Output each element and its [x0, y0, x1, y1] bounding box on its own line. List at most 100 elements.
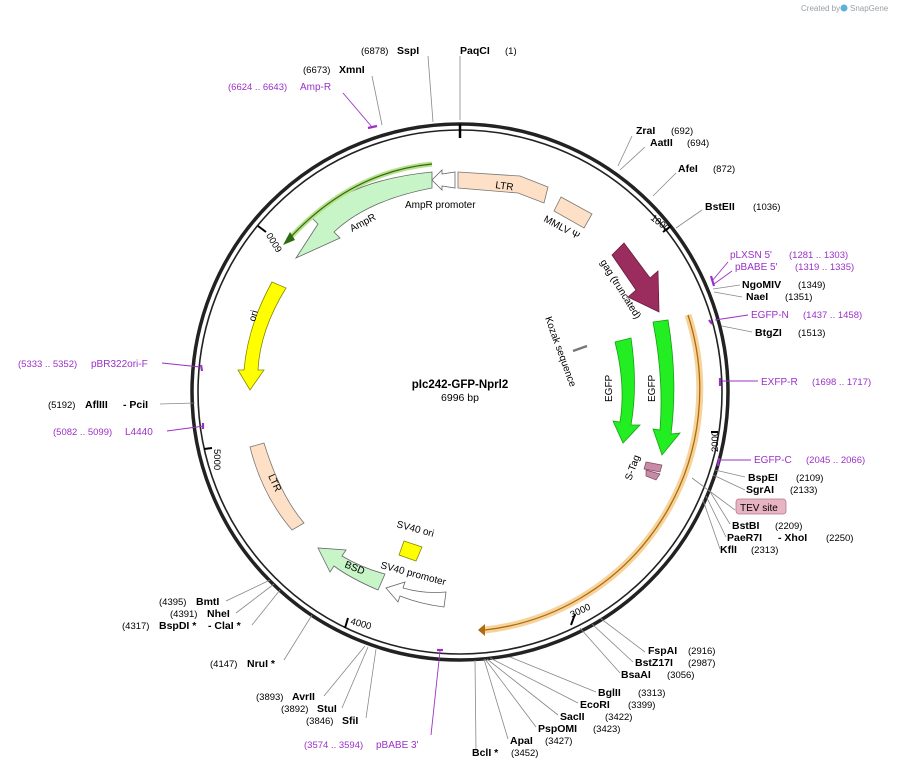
ampr-orf-head: [283, 232, 295, 245]
site-sgrai-pos: (2133): [790, 485, 817, 496]
primer-plxsn-range: (1281 .. 1303): [789, 250, 848, 261]
egfp-2: [652, 319, 681, 456]
primer-marks: [199, 124, 722, 652]
site-avrii-pos: (3893): [256, 692, 283, 703]
site-sfii: SfiI: [342, 715, 358, 727]
ltr-top: [457, 171, 549, 204]
site-nhei-pos: (4391): [170, 609, 197, 620]
tick-1000: 1000: [648, 213, 671, 235]
primer-ampr-range: (6624 .. 6643): [228, 82, 287, 93]
site-btgzi: BtgZI: [755, 327, 782, 339]
primer-exfp-r: EXFP-R: [761, 377, 798, 388]
site-paer7i: PaeR7I: [727, 532, 762, 544]
site-avrii: AvrII: [292, 691, 315, 703]
s-tag-label: S-Tag: [623, 454, 642, 482]
plasmid-name: pIc242-GFP-Nprl2: [412, 379, 509, 391]
ampr-arrow: [294, 171, 433, 259]
site-ngomiv: NgoMIV: [742, 279, 781, 291]
plasmid-length: 6996 bp: [441, 392, 479, 404]
primer-lines: [161, 92, 758, 736]
site-bspdi: BspDI *: [159, 620, 197, 632]
site-bspei: BspEI: [748, 472, 778, 484]
site-sacii: SacII: [560, 711, 585, 723]
site-bspei-pos: (2109): [796, 473, 823, 484]
site-bcli: BclI *: [472, 747, 499, 759]
sv40-ori-label: SV40 ori: [395, 519, 435, 540]
site-fspai-pos: (2916): [688, 646, 715, 657]
snapgene-logo-icon: [840, 4, 848, 12]
site-naei-pos: (1351): [785, 292, 812, 303]
site-bsaai-pos: (3056): [667, 670, 694, 681]
site-bstbi: BstBI: [732, 520, 760, 532]
site-afliii-pos: (5192): [48, 400, 75, 411]
site-sacii-pos: (3422): [605, 712, 632, 723]
site-bglii: BglII: [598, 687, 621, 699]
sv40-promoter-arrow: [385, 581, 447, 608]
credit-prefix: Created by: [801, 4, 840, 13]
primer-exfp-r-range: (1698 .. 1717): [812, 377, 871, 388]
kozak-mark: [572, 344, 588, 353]
bsd-arrow: [317, 547, 386, 591]
kozak-label: Kozak sequence: [542, 315, 578, 389]
site-xmni: XmnI: [339, 64, 365, 76]
site-afei-pos: (872): [713, 164, 735, 175]
tick-marks: [203, 225, 718, 629]
site-bglii-pos: (3313): [638, 688, 665, 699]
site-kfli-pos: (2313): [751, 545, 778, 556]
gag-arrow: [611, 242, 660, 313]
egfp-1-label: EGFP: [604, 374, 615, 402]
site-bstz17i: BstZ17I: [635, 657, 673, 669]
site-stui: StuI: [317, 703, 337, 715]
site-zrai: ZraI: [636, 125, 655, 137]
site-fspai: FspAI: [648, 645, 677, 657]
tick-6000: 6000: [265, 230, 286, 254]
site-paqci: PaqCI: [460, 45, 490, 57]
site-paqci-pos: (1): [505, 46, 517, 57]
ampr-promoter-label: AmpR promoter: [405, 200, 476, 211]
tick-4000: 4000: [349, 616, 372, 632]
primer-pbabe5: pBABE 5': [735, 262, 778, 273]
site-sfii-pos: (3846): [306, 716, 333, 727]
site-bmti-pos: (4395): [159, 597, 186, 608]
primer-l4440: L4440: [125, 427, 153, 438]
primer-plxsn: pLXSN 5': [730, 250, 772, 261]
primer-pbabe3: pBABE 3': [376, 740, 419, 751]
site-zrai-pos: (692): [671, 126, 693, 137]
site-nhei: NheI: [207, 608, 230, 620]
tick-5000: 5000: [211, 449, 222, 470]
ampr-promoter-arrow: [431, 169, 456, 191]
site-ngomiv-pos: (1349): [798, 280, 825, 291]
site-bsteii-pos: (1036): [753, 202, 780, 213]
site-ecori: EcoRI: [580, 699, 610, 711]
primer-pbabe5-range: (1319 .. 1335): [795, 262, 854, 273]
mmlv-psi: [553, 196, 593, 229]
egfp-1: [612, 337, 641, 444]
site-clai: - ClaI *: [208, 620, 242, 632]
egfp-2-label: EGFP: [647, 374, 658, 402]
site-kfli: KflI: [720, 544, 737, 556]
site-pcii: - PciI: [123, 399, 148, 411]
site-aatii: AatII: [650, 137, 673, 149]
tev-site-badge: [735, 498, 787, 515]
site-afliii: AflIII: [85, 399, 108, 411]
ltr-top-label: LTR: [495, 180, 515, 193]
site-afei: AfeI: [678, 163, 698, 175]
primer-pbr322: pBR322ori-F: [91, 359, 148, 370]
site-btgzi-pos: (1513): [798, 328, 825, 339]
site-bspdi-pos: (4317): [122, 621, 149, 632]
site-pspomi-pos: (3423): [593, 724, 620, 735]
site-bstz17i-pos: (2987): [688, 658, 715, 669]
primer-egfp-n: EGFP-N: [751, 310, 789, 321]
site-xmni-pos: (6673): [303, 65, 330, 76]
site-nrui: NruI *: [247, 658, 276, 670]
site-xhoi: - XhoI: [778, 532, 807, 544]
credit-brand: SnapGene: [850, 4, 889, 13]
site-bsaai: BsaAI: [621, 669, 651, 681]
site-bmti: BmtI: [196, 596, 219, 608]
primer-egfp-c-range: (2045 .. 2066): [806, 455, 865, 466]
tick-2000: 2000: [710, 431, 721, 452]
ltr-bottom: [249, 442, 305, 531]
site-apai: ApaI: [510, 735, 533, 747]
site-naei: NaeI: [746, 291, 768, 303]
